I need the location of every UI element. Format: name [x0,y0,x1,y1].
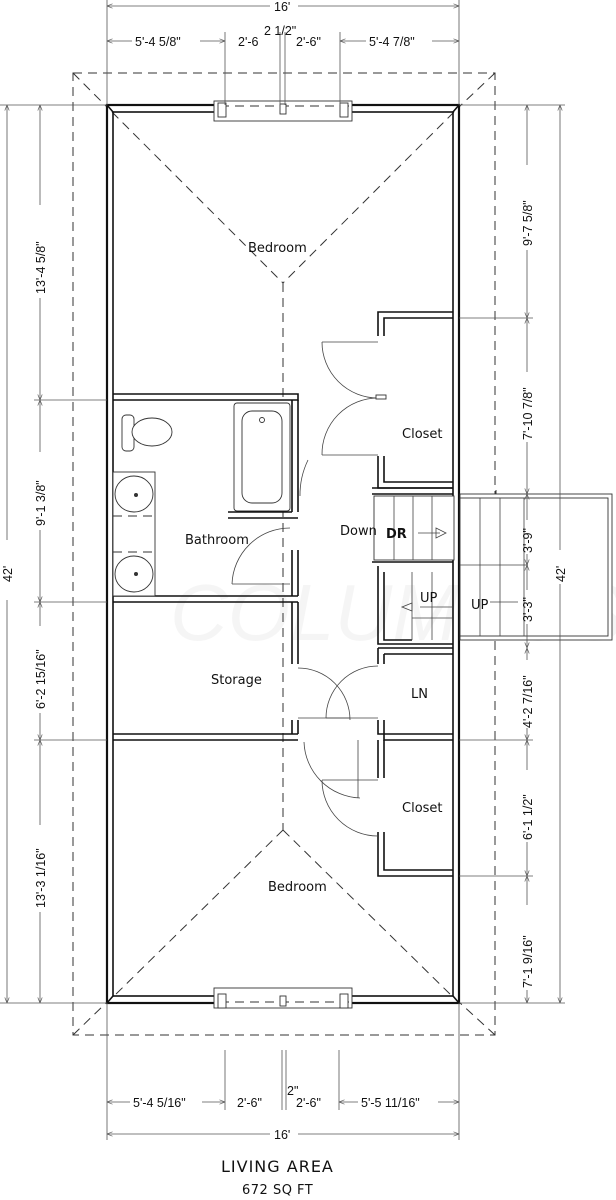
dim-bottom-seg-1: 5'-4 5/16" [133,1096,186,1110]
dimensions-top: 16' 5'-4 5/8" 2'-6 2 1/2" 2'-6" 5'-4 7/8… [106,0,460,105]
stair-label-down: Down [340,524,377,539]
dim-top-overall: 16' [274,0,290,14]
dim-right-seg-2: 7'-10 7/8" [521,387,535,440]
dim-bottom-seg-4: 2'-6" [296,1096,321,1110]
stair-label-up-outer: UP [471,598,489,613]
dim-right-seg-7: 7'-1 9/16" [521,935,535,988]
dim-top-seg-5: 5'-4 7/8" [369,35,415,49]
dim-bottom-seg-3: 2" [287,1084,298,1098]
room-label-bedroom-bottom: Bedroom [268,880,327,895]
dim-left-seg-2: 9'-1 3/8" [34,480,48,526]
room-label-linen: LN [411,687,428,702]
room-label-bathroom: Bathroom [185,533,249,548]
stair-label-up-inner: UP [420,591,438,606]
dim-right-seg-3: 3'-9" [521,528,535,553]
bathtub-icon [233,402,291,512]
dim-top-seg-2: 2'-6 [238,35,259,49]
dim-bottom-overall: 16' [274,1128,290,1142]
dim-top-seg-1: 5'-4 5/8" [135,35,181,49]
room-labels: Bedroom Closet Bathroom Down DR UP UP St… [185,241,489,895]
plan-area: 672 SQ FT [242,1183,313,1198]
room-label-closet-bottom: Closet [402,801,443,816]
dim-top-seg-3: 2 1/2" [264,24,296,38]
bathroom-fixtures [112,402,298,597]
room-label-bedroom-top: Bedroom [248,241,307,256]
stairs [373,493,613,641]
dimensions-bottom: 5'-4 5/16" 2'-6" 2" 2'-6" 5'-5 11/16" 16… [106,1003,460,1142]
interior-walls [113,311,453,877]
plan-title: LIVING AREA [221,1157,334,1176]
dim-left-seg-1: 13'-4 5/8" [34,241,48,294]
window-top [213,100,353,122]
room-label-storage: Storage [211,673,262,688]
dim-top-seg-4: 2'-6" [296,35,321,49]
stair-label-dr: DR [386,527,407,542]
dim-left-overall: 42' [1,566,15,582]
toilet-icon [121,414,173,452]
dim-right-overall: 42' [554,566,568,582]
dim-left-seg-4: 13'-3 1/16" [34,848,48,908]
dim-bottom-seg-5: 5'-5 11/16" [361,1096,420,1110]
dim-right-seg-5: 4'-2 7/16" [521,675,535,728]
dim-right-seg-1: 9'-7 5/8" [521,200,535,246]
window-bottom [213,987,353,1009]
dim-right-seg-4: 3'-3" [521,597,535,622]
dimensions-left: 42' 13'-4 5/8" 9'-1 3/8" 6'-2 15/16" 13'… [0,104,107,1004]
dim-right-seg-6: 6'-1 1/2" [521,794,535,840]
doors [231,341,387,837]
room-label-closet-top: Closet [402,427,443,442]
vanity [112,471,156,597]
dim-bottom-seg-2: 2'-6" [237,1096,262,1110]
sink-icon [114,475,154,513]
dim-left-seg-3: 6'-2 15/16" [34,649,48,709]
dimensions-right: 9'-7 5/8" 7'-10 7/8" 3'-9" 3'-3" 4'-2 7/… [459,104,568,1004]
